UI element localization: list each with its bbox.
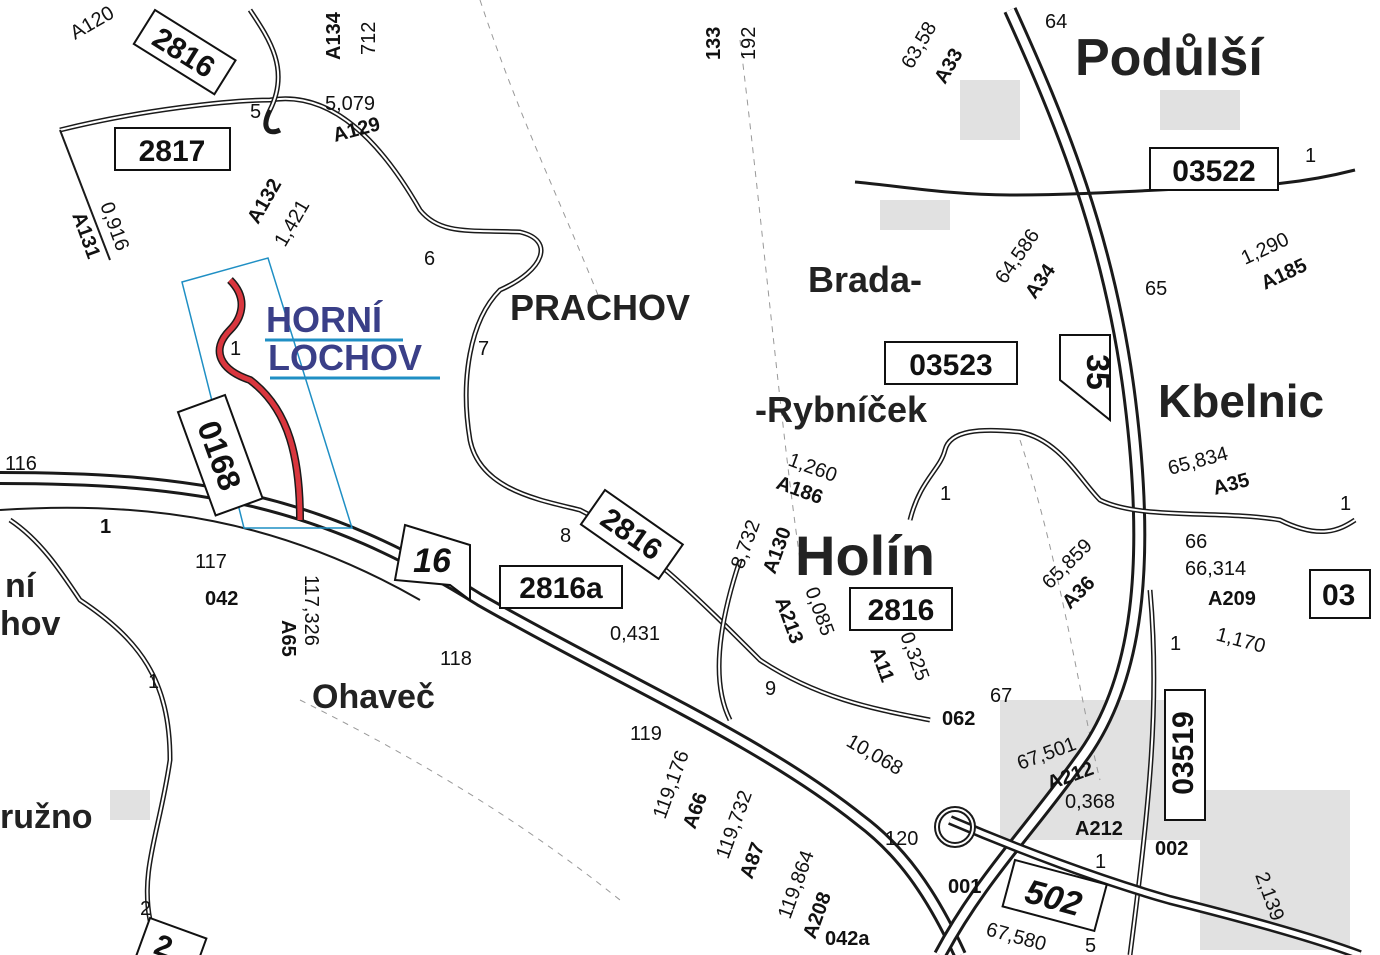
label-118: 118 [440,648,472,670]
label-2-left: 2 [140,898,151,920]
label-0431: 0,431 [610,623,660,645]
label-8732: 8,732 [727,517,765,572]
label-192: 192 [738,27,760,60]
label-a129: A129 [331,113,383,147]
place-holin: Holín [795,524,935,587]
label-67580: 67,580 [984,919,1049,955]
label-001: 001 [948,876,981,898]
label-1-rybnicek: 1 [940,483,951,505]
label-1-lochov: 1 [230,338,241,360]
label-116: 116 [5,453,37,475]
label-a120: A120 [67,2,118,44]
label-712: 712 [358,22,380,55]
label-66: 66 [1185,531,1207,553]
label-65: 65 [1145,278,1167,300]
label-0325: 0,325 [895,629,933,684]
place-hov: hov [0,605,61,643]
road-number-03522: 03522 [1172,155,1255,188]
label-1170: 1,170 [1214,624,1268,658]
label-a65: A65 [277,620,299,657]
label-1-right: 1 [1340,493,1351,515]
place-prachov: PRACHOV [510,287,690,328]
label-a35: A35 [1211,469,1252,500]
label-5: 5 [250,101,261,123]
label-10068: 10,068 [843,730,907,780]
road-number-boxes: 2816 2817 03522 03523 35 0168 16 2816 28… [114,8,1371,955]
label-63-58: 63,58 [897,18,941,72]
label-1-03519: 1 [1170,633,1181,655]
road-number-2816-box: 2816 [868,594,935,627]
place-rybnicek: -Rybníček [755,389,928,430]
road-number-2816a: 2816a [519,572,603,605]
road-number-35: 35 [1080,354,1116,390]
place-ohavec: Ohaveč [312,678,435,716]
label-a131: A131 [67,209,104,261]
label-133: 133 [703,27,725,60]
label-6: 6 [424,248,435,270]
label-7: 7 [478,338,489,360]
label-a209: A209 [1208,588,1256,610]
label-1-lower: 1 [148,671,159,693]
label-9: 9 [765,678,776,700]
label-117: 117 [195,551,227,573]
label-119: 119 [630,723,662,745]
label-0085: 0,085 [800,584,838,639]
label-042a: 042a [825,928,870,950]
label-062: 062 [942,708,975,730]
label-a66: A66 [679,790,712,832]
road-03522 [854,168,1356,197]
label-a213: A213 [770,594,807,646]
label-1-left: 1 [100,516,111,538]
label-65834: 65,834 [1166,443,1231,480]
road-number-03523: 03523 [909,349,992,382]
label-64: 64 [1045,11,1067,33]
place-podulsi: Podůlší [1075,29,1264,87]
label-042: 042 [205,588,238,610]
label-1421: 1,421 [270,196,314,250]
label-1-03522: 1 [1305,145,1316,167]
label-5-bottom: 5 [1085,935,1096,955]
label-120: 120 [885,828,918,850]
road-number-03519: 03519 [1167,711,1200,794]
road-number-16: 16 [413,542,452,580]
label-a34: A34 [1021,259,1061,302]
label-5079: 5,079 [325,93,375,115]
label-002: 002 [1155,838,1188,860]
place-ni: ní [5,567,37,605]
place-brada: Brada- [808,259,922,300]
label-a130: A130 [759,524,796,576]
place-kbelnic: Kbelnic [1158,375,1324,427]
label-a212-bottom: A212 [1075,818,1123,840]
label-0368: 0,368 [1065,791,1115,813]
highlighted-route-0168 [217,278,303,521]
label-1-502: 1 [1095,851,1106,873]
place-horni: HORNÍ [266,299,383,340]
label-a134: A134 [323,11,345,60]
road-number-03-edge: 03 [1322,579,1355,612]
label-a11: A11 [865,644,898,685]
label-117326: 117,326 [300,575,322,646]
label-a87: A87 [736,840,769,882]
label-8: 8 [560,525,571,547]
place-uzno: ružno [0,798,93,836]
label-66314: 66,314 [1185,558,1246,580]
label-67: 67 [990,685,1012,707]
label-a132: A132 [243,175,286,227]
place-lochov: LOCHOV [268,337,422,378]
road-number-2817: 2817 [139,135,206,168]
